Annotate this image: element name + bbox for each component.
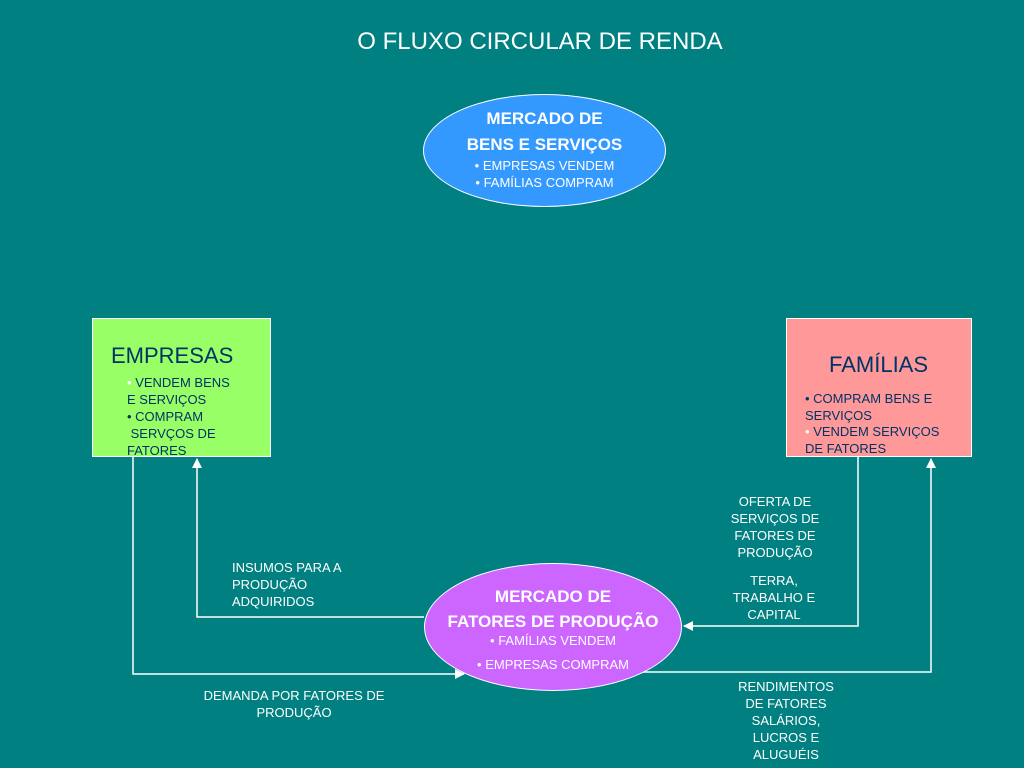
empresas-bullet-2-cont2: FATORES (127, 443, 187, 458)
market-factors-title-1: MERCADO DE (494, 587, 612, 606)
label-rendimentos-line2: DE FATORES (745, 696, 827, 711)
empresas-box: EMPRESAS • VENDEM BENS E SERVIÇOS • COMP… (92, 318, 271, 458)
market-goods-bullet-2: • FAMÍLIAS COMPRAM (475, 175, 614, 190)
arrow-rendimentos (640, 458, 936, 673)
label-insumos-line3: ADQUIRIDOS (232, 594, 315, 609)
diagram-title: O FLUXO CIRCULAR DE RENDA (357, 28, 723, 55)
label-insumos: INSUMOS PARA A PRODUÇÃO ADQUIRIDOS (232, 559, 342, 610)
label-rendimentos-line4: LUCROS E (752, 730, 820, 745)
market-goods-ellipse: MERCADO DE BENS E SERVIÇOS • EMPRESAS VE… (423, 94, 666, 207)
market-factors-bullet-2: • EMPRESAS COMPRAM (477, 657, 629, 672)
label-terra-line3: CAPITAL (747, 607, 801, 622)
empresas-bullet-1-cont: E SERVIÇOS (127, 392, 207, 407)
label-demanda-line1: DEMANDA POR FATORES DE (203, 688, 385, 703)
familias-bullet-2-mark: • (805, 424, 810, 439)
market-goods-title-2: BENS E SERVIÇOS (466, 135, 623, 154)
familias-bullet-1: • COMPRAM BENS E (805, 391, 933, 406)
empresas-bullet-1: • VENDEM BENS (127, 374, 230, 391)
label-terra-line2: TRABALHO E (732, 590, 816, 605)
familias-title: FAMÍLIAS (829, 352, 929, 377)
market-factors-ellipse: MERCADO DE FATORES DE PRODUÇÃO • FAMÍLIA… (424, 563, 682, 691)
familias-bullet-1-cont: SERVIÇOS (805, 408, 872, 423)
familias-bullet-2: • VENDEM SERVIÇOS (805, 423, 939, 440)
label-oferta: OFERTA DE SERVIÇOS DE FATORES DE PRODUÇÃ… (705, 493, 845, 561)
market-goods-title-1: MERCADO DE (486, 109, 603, 128)
market-factors-title-2: FATORES DE PRODUÇÃO (447, 612, 659, 631)
label-oferta-line4: PRODUÇÃO (737, 545, 813, 560)
empresas-bullet-1-text: VENDEM BENS (135, 375, 230, 390)
arrow-demanda (132, 457, 465, 679)
label-terra-line1: TERRA, (750, 573, 798, 588)
empresas-bullet-2-cont: SERVÇOS DE (127, 426, 216, 441)
label-insumos-line2: PRODUÇÃO (232, 577, 308, 592)
label-terra: TERRA, TRABALHO E CAPITAL (704, 572, 844, 623)
familias-box: FAMÍLIAS • COMPRAM BENS E SERVIÇOS • VEN… (786, 318, 972, 457)
label-oferta-line1: OFERTA DE (738, 494, 812, 509)
empresas-bullet-1-mark: • (127, 375, 132, 390)
label-oferta-line2: SERVIÇOS DE (730, 511, 820, 526)
market-goods-bullet-1: • EMPRESAS VENDEM (474, 158, 615, 173)
label-rendimentos-line1: RENDIMENTOS (738, 679, 834, 694)
label-oferta-line3: FATORES DE (734, 528, 816, 543)
label-insumos-line1: INSUMOS PARA A (232, 560, 342, 575)
label-rendimentos-line5: ALUGUÉIS (753, 747, 819, 762)
label-rendimentos-line3: SALÁRIOS, (751, 713, 821, 728)
empresas-bullet-2: • COMPRAM (127, 409, 204, 424)
familias-bullet-2-cont: DE FATORES (805, 441, 887, 456)
empresas-title: EMPRESAS (111, 343, 234, 368)
market-factors-bullet-1: • FAMÍLIAS VENDEM (490, 633, 616, 648)
label-demanda-line2: PRODUÇÃO (256, 705, 332, 720)
label-rendimentos: RENDIMENTOS DE FATORES SALÁRIOS, LUCROS … (716, 678, 856, 763)
familias-bullet-2-text: VENDEM SERVIÇOS (813, 424, 940, 439)
arrow-oferta (683, 457, 859, 631)
arrow-insumos (192, 458, 424, 618)
label-demanda: DEMANDA POR FATORES DE PRODUÇÃO (184, 687, 404, 721)
